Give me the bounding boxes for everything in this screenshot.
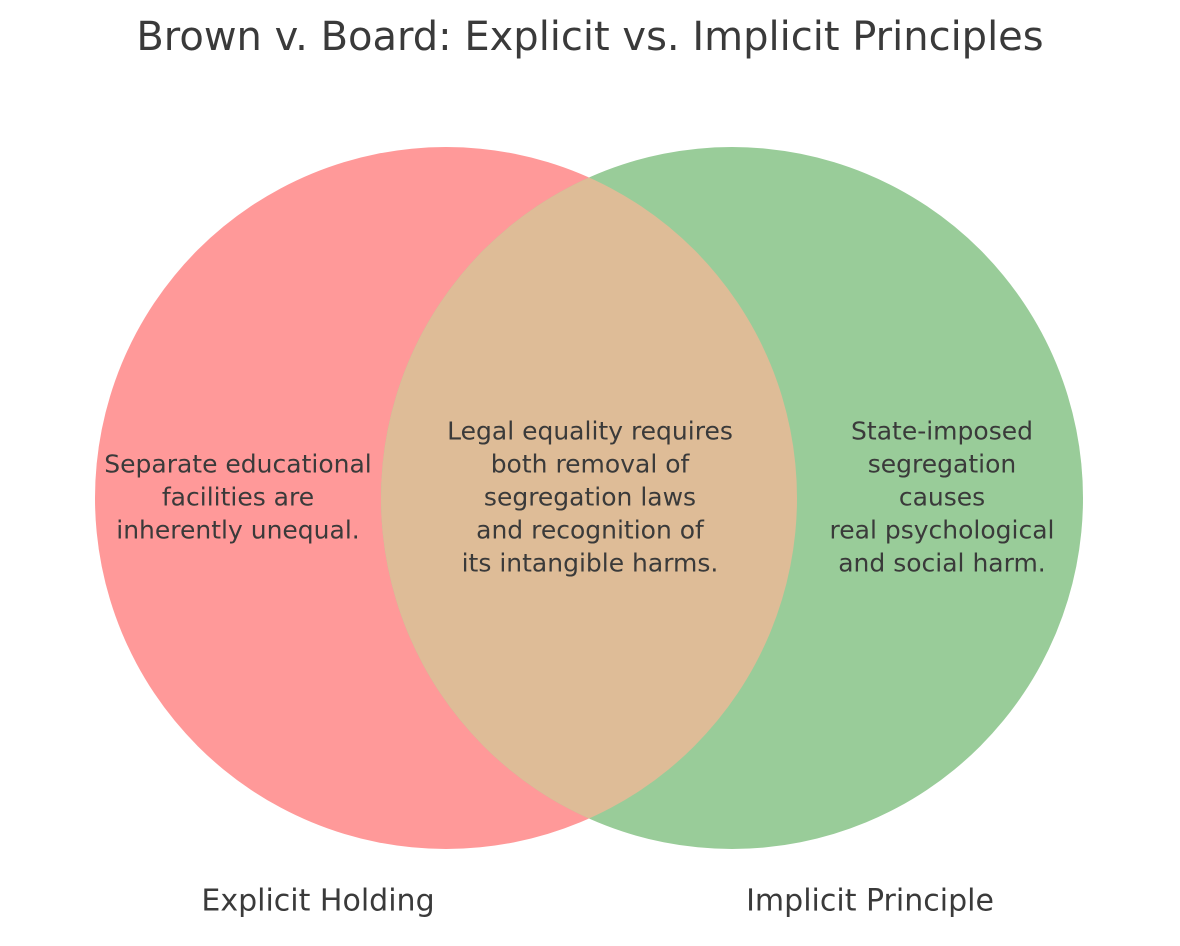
left-circle-text: Separate educational facilities are inhe… [104, 449, 372, 545]
overlap-text: Legal equality requires both removal of … [447, 416, 733, 578]
left-circle-label: Explicit Holding [201, 883, 435, 919]
right-circle-text: State-imposed segregation causes real ps… [829, 416, 1055, 578]
overlap-region [381, 147, 797, 849]
right-circle-label: Implicit Principle [746, 883, 994, 919]
diagram-title: Brown v. Board: Explicit vs. Implicit Pr… [136, 14, 1044, 60]
